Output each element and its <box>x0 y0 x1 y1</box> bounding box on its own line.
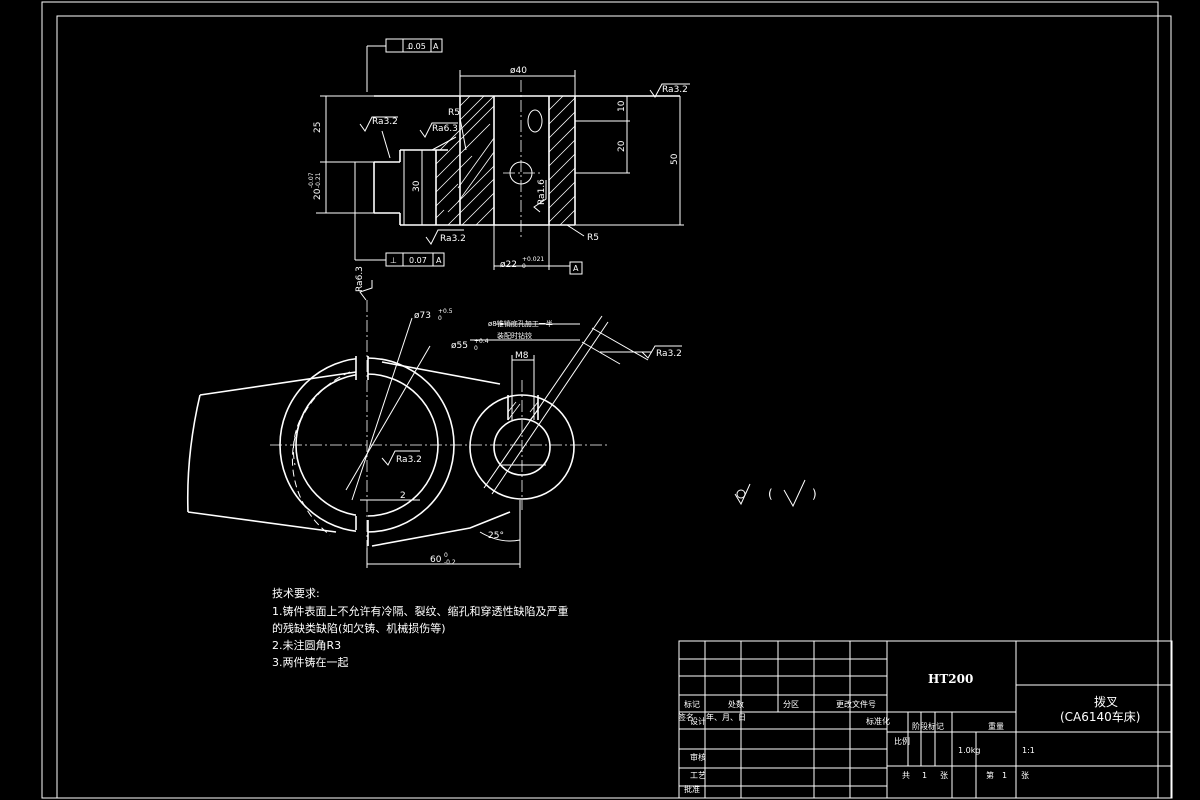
dim-phi73-sup: +0.5 <box>438 308 453 315</box>
dim-25-deg: 25° <box>488 531 504 541</box>
ra-3-2-top-left: Ra3.2 <box>372 117 398 127</box>
gdt-top-datum: A <box>433 42 439 51</box>
dim-20: 20 <box>617 140 627 152</box>
dim-20-tol-sup: -0.07 <box>308 172 315 188</box>
header-mark: 标记 <box>684 699 700 709</box>
ra-6-3-front: Ra6.3 <box>355 266 365 292</box>
header-date: 年、月、日 <box>706 712 746 722</box>
tech-req-line3: 2.未注圆角R3 <box>272 638 341 652</box>
front-view <box>186 280 806 568</box>
general-ra-paren-close: ) <box>812 487 817 501</box>
label-approve: 批准 <box>684 784 700 794</box>
dim-phi55-sup: +0.4 <box>474 338 489 345</box>
scale-value: 1:1 <box>1022 746 1035 755</box>
total-number: 1 <box>922 771 927 780</box>
dim-phi22-sup: +0.021 <box>522 256 544 263</box>
title-block-grid <box>678 640 1173 799</box>
label-process: 工艺 <box>690 771 706 780</box>
dim-20-tol-sub: -0.21 <box>315 172 322 188</box>
header-zone: 分区 <box>783 700 799 709</box>
tech-req-line1: 1.铸件表面上不允许有冷隔、裂纹、缩孔和穿透性缺陷及严重 <box>272 604 569 618</box>
ra-3-2-front-right: Ra3.2 <box>656 349 682 359</box>
dim-25: 25 <box>313 122 323 133</box>
dim-30: 30 <box>412 180 422 192</box>
dim-phi55-sub: 0 <box>474 345 478 352</box>
gdt-top-value: 0.05 <box>408 42 426 51</box>
dim-phi22-sub: 0 <box>522 263 526 270</box>
ra-3-2-top-bottom: Ra3.2 <box>440 234 466 244</box>
gdt-bottom-datum: A <box>436 256 442 265</box>
gdt-bottom-value: 0.07 <box>409 256 427 265</box>
dim-phi22: ø22 <box>500 260 517 270</box>
label-total: 共 <box>902 771 910 780</box>
dim-60: 60 <box>430 555 442 565</box>
dim-r5-bottom: R5 <box>587 233 599 243</box>
datum-a-label: A <box>573 264 579 273</box>
label-design: 设计 <box>690 716 706 726</box>
header-sign: 签名 <box>678 712 694 722</box>
header-count: 处数 <box>728 699 744 709</box>
label-sheet: 第 <box>986 770 994 780</box>
dim-20-tol: 20 <box>313 188 323 200</box>
dim-60-sup: 0 <box>444 552 448 559</box>
dim-phi55: ø55 <box>451 341 468 351</box>
part-name: 拨叉 <box>1094 695 1118 709</box>
top-section-view <box>316 38 690 275</box>
tech-req-line4: 3.两件铸在一起 <box>272 655 349 669</box>
label-review: 审核 <box>690 752 706 762</box>
ra-1-6: Ra1.6 <box>537 179 547 205</box>
dim-r5-top: R5 <box>448 108 460 118</box>
material-label: HT200 <box>928 672 973 686</box>
label-standard: 标准化 <box>866 716 890 726</box>
label-weight: 重量 <box>988 721 1004 731</box>
dim-2: 2 <box>400 491 406 501</box>
dim-phi73: ø73 <box>414 311 431 321</box>
label-stage: 阶段标记 <box>912 721 944 731</box>
dim-50: 50 <box>670 153 680 165</box>
ra-6-3-top: Ra6.3 <box>432 124 458 134</box>
dim-10: 10 <box>617 100 627 112</box>
gdt-top-symbol: ⊥ <box>406 42 413 51</box>
label-scale: 比例 <box>894 736 910 746</box>
gdt-bottom-symbol: ⊥ <box>390 256 397 265</box>
pin-note-line1: ø8锥销底孔加工一半 <box>488 319 553 328</box>
part-subtitle: (CA6140车床) <box>1060 709 1141 724</box>
dim-60-sub: -0.2 <box>444 559 456 566</box>
dim-m8: M8 <box>515 351 529 361</box>
dim-phi40: ø40 <box>510 66 527 76</box>
inner-frame <box>56 15 1172 799</box>
dim-phi73-sub: 0 <box>438 315 442 322</box>
tech-req-title: 技术要求: <box>272 587 320 600</box>
general-ra-paren-open: ( <box>768 487 773 501</box>
tech-req-line2: 的残缺类缺陷(如欠铸、机械损伤等) <box>272 621 446 635</box>
header-doc: 更改文件号 <box>836 699 876 709</box>
ra-3-2-top-right: Ra3.2 <box>662 85 688 95</box>
pin-note-line2: 装配时钻铰 <box>497 331 532 340</box>
weight-value: 1.0kg <box>958 746 980 755</box>
total-unit: 张 <box>940 771 948 780</box>
sheet-unit: 张 <box>1021 771 1029 780</box>
sheet-number: 1 <box>1002 771 1007 780</box>
ra-3-2-front-center: Ra3.2 <box>396 455 422 465</box>
